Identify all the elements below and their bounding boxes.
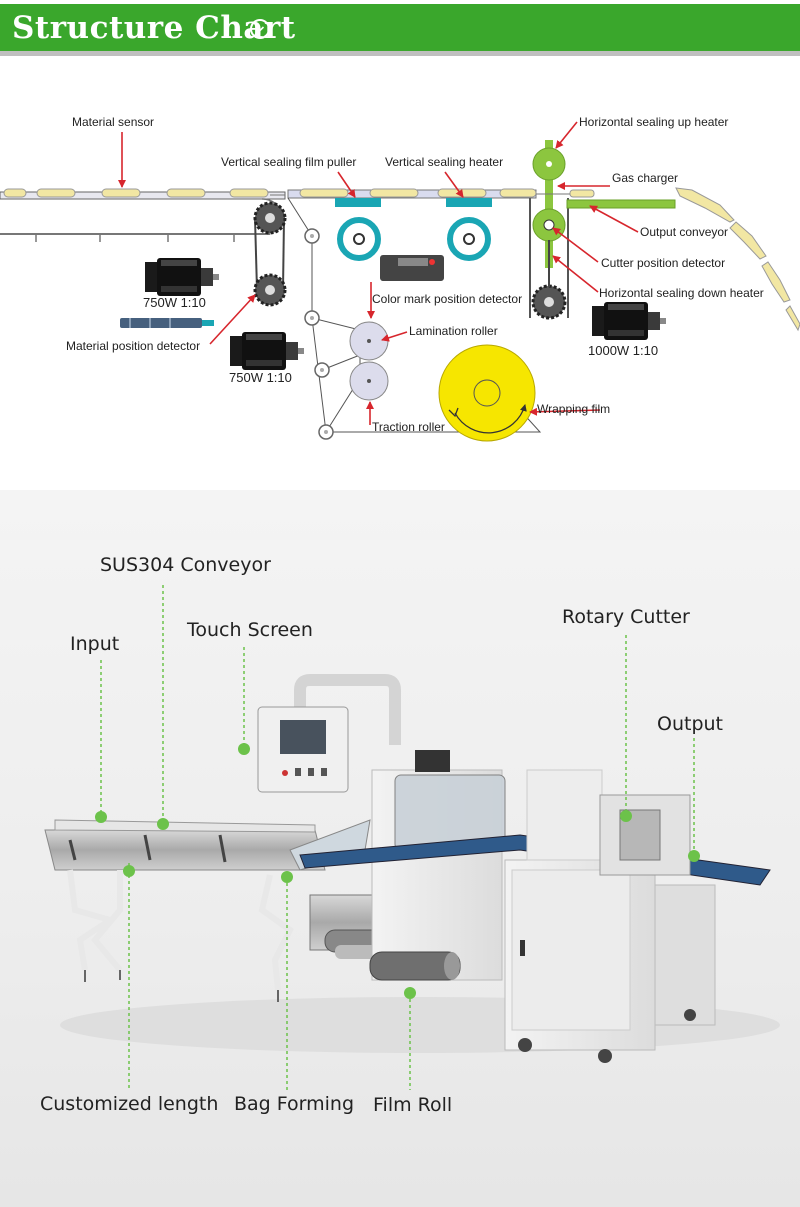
label-horizontal-down-heater: Horizontal sealing down heater <box>599 286 764 300</box>
label-bag-forming: Bag Forming <box>234 1093 355 1115</box>
chevron-down-icon[interactable] <box>250 19 270 39</box>
proximity-sensor-icon <box>120 318 214 328</box>
drive-sprockets <box>253 201 287 307</box>
label-customized-length: Customized length <box>40 1093 219 1115</box>
film-roll-icon <box>438 344 536 442</box>
servo-motor-icon <box>592 302 666 340</box>
label-touch-screen: Touch Screen <box>187 619 313 641</box>
label-output-conveyor: Output conveyor <box>640 225 728 239</box>
label-color-mark-detector: Color mark position detector <box>372 292 522 306</box>
header-underline <box>0 51 800 56</box>
label-motor-750-b: 750W 1:10 <box>229 370 292 385</box>
label-vertical-sealing-heater: Vertical sealing heater <box>385 155 503 169</box>
lamination-roller-icon <box>349 321 389 361</box>
page-title: Structure Chart <box>12 10 296 46</box>
label-wrapping-film: Wrapping film <box>537 402 610 416</box>
packing-machine-illustration <box>44 585 780 1090</box>
label-vertical-film-puller: Vertical sealing film puller <box>221 155 356 169</box>
output-conveyor-belt <box>536 187 800 332</box>
label-motor-750-a: 750W 1:10 <box>143 295 206 310</box>
horizontal-sealer <box>529 140 569 320</box>
label-output: Output <box>657 713 723 735</box>
color-sensor-icon <box>380 255 444 281</box>
servo-motor-icon <box>145 258 219 296</box>
callout-dots <box>95 743 700 999</box>
label-material-position-detector: Material position detector <box>66 339 200 353</box>
callout-leaders <box>100 585 695 1090</box>
structure-diagram: Material sensor Vertical sealing film pu… <box>0 115 800 442</box>
machine-photo-panel: SUS304 Conveyor Touch Screen Input Rotar… <box>0 490 800 1207</box>
film-puller-rollers <box>337 217 491 261</box>
header-bar <box>0 4 800 51</box>
label-cutter-position-detector: Cutter position detector <box>601 256 725 270</box>
label-traction-roller: Traction roller <box>372 420 445 434</box>
label-material-sensor: Material sensor <box>72 115 154 129</box>
servo-motor-icon <box>230 332 304 370</box>
input-conveyor <box>0 188 286 242</box>
label-film-roll: Film Roll <box>373 1094 453 1116</box>
label-gas-charger: Gas charger <box>612 171 678 185</box>
label-input: Input <box>70 633 120 655</box>
label-lamination-roller: Lamination roller <box>409 324 498 338</box>
label-motor-1000: 1000W 1:10 <box>588 343 658 358</box>
section-header: Structure Chart <box>0 0 800 56</box>
label-sus304-conveyor: SUS304 Conveyor <box>100 554 271 576</box>
traction-roller-icon <box>349 361 389 401</box>
label-horizontal-up-heater: Horizontal sealing up heater <box>579 115 728 129</box>
callout-arrows <box>118 121 639 425</box>
label-rotary-cutter: Rotary Cutter <box>562 606 690 628</box>
